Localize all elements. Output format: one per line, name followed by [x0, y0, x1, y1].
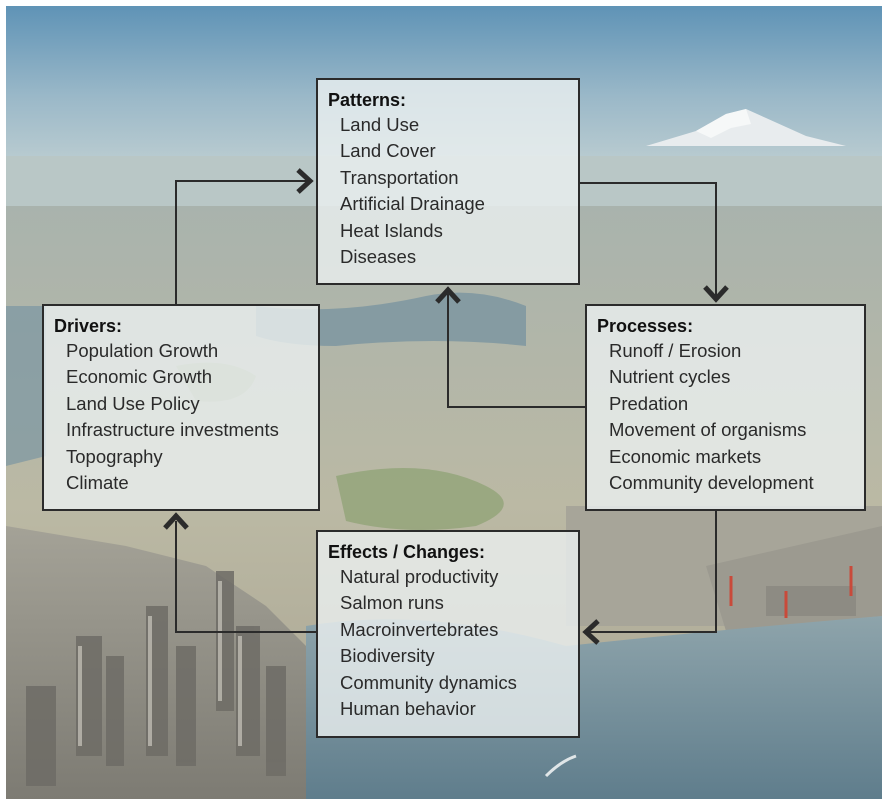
list-item: Movement of organisms [609, 419, 807, 441]
list-item: Predation [609, 392, 689, 414]
list-item: Artificial Drainage [340, 193, 485, 215]
list-item: Runoff / Erosion [609, 340, 742, 361]
aerial-city-background: Patterns: Land Use Land Cover Transporta… [6, 6, 882, 799]
arrow-patterns-to-processes [580, 182, 717, 297]
list-item: Land Cover [340, 140, 436, 162]
list-item: Nutrient cycles [609, 366, 731, 388]
patterns-title: Patterns: [328, 90, 407, 110]
list-item: Land Use [340, 114, 420, 135]
patterns-box: Patterns: Land Use Land Cover Transporta… [316, 78, 580, 285]
list-item: Transportation [340, 166, 459, 188]
list-item: Economic markets [609, 445, 762, 467]
list-item: Community dynamics [340, 671, 517, 693]
list-item: Community development [609, 472, 814, 494]
effects-title: Effects / Changes: [328, 542, 486, 562]
list-item: Population Growth [66, 340, 219, 361]
list-item: Economic Growth [66, 366, 212, 388]
processes-box: Processes: Runoff / Erosion Nutrient cyc… [585, 304, 866, 511]
arrowhead-up-icon [163, 512, 189, 530]
drivers-title: Drivers: [54, 316, 123, 336]
arrow-effects-to-drivers [175, 521, 316, 633]
effects-box: Effects / Changes: Natural productivity … [316, 530, 580, 738]
processes-title: Processes: [597, 316, 694, 336]
list-item: Climate [66, 472, 129, 494]
list-item: Macroinvertebrates [340, 618, 499, 640]
cycle-arrows [163, 168, 729, 645]
list-item: Topography [66, 445, 163, 467]
list-item: Heat Islands [340, 219, 443, 241]
arrowhead-up-icon [435, 286, 461, 304]
patterns-list: Land Use Land Cover Transportation Artif… [328, 112, 568, 270]
arrow-processes-to-patterns [447, 294, 585, 408]
drivers-list: Population Growth Economic Growth Land U… [54, 338, 308, 496]
arrow-processes-to-effects [588, 511, 717, 633]
list-item: Salmon runs [340, 592, 444, 614]
arrowhead-left-icon [582, 619, 600, 645]
list-item: Human behavior [340, 698, 476, 720]
list-item: Infrastructure investments [66, 419, 279, 441]
list-item: Biodiversity [340, 645, 435, 667]
processes-list: Runoff / Erosion Nutrient cycles Predati… [597, 338, 854, 496]
list-item: Diseases [340, 246, 417, 268]
arrowhead-right-icon [296, 168, 314, 194]
list-item: Land Use Policy [66, 392, 200, 414]
arrowhead-down-icon [703, 285, 729, 303]
drivers-box: Drivers: Population Growth Economic Grow… [42, 304, 320, 511]
list-item: Natural productivity [340, 566, 499, 587]
effects-list: Natural productivity Salmon runs Macroin… [328, 564, 568, 722]
arrow-drivers-to-patterns [175, 180, 309, 304]
